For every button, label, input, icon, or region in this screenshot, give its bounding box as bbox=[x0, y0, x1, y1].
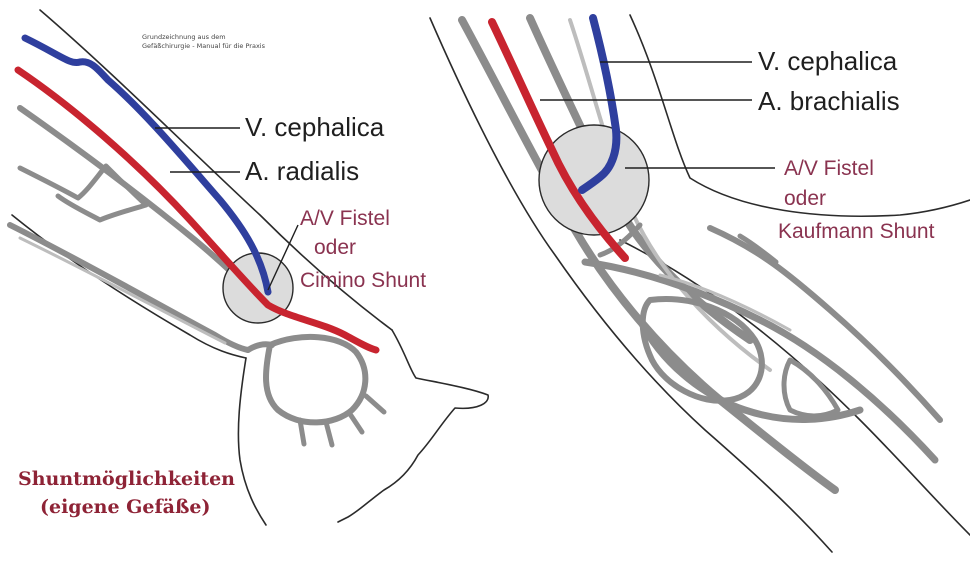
right-fistel-label-line-1: A/V Fistel bbox=[784, 157, 874, 180]
left-palmar-arch bbox=[266, 337, 365, 422]
caption-line-1: Shuntmöglichkeiten bbox=[18, 468, 235, 490]
left-fistel-label-line-3: Cimino Shunt bbox=[300, 269, 426, 292]
left-vein-label: V. cephalica bbox=[245, 112, 385, 142]
left-fistel-label-line-2: oder bbox=[314, 236, 356, 259]
left-artery-label: A. radialis bbox=[245, 156, 359, 186]
right-grey-loop-2 bbox=[784, 360, 838, 416]
right-elbow-panel: V. cephalica A. brachialis A/V Fistel od… bbox=[430, 15, 970, 552]
right-fistel-label-line-3: Kaufmann Shunt bbox=[778, 220, 935, 243]
right-vein-label: V. cephalica bbox=[758, 46, 898, 76]
left-digit-vessel-2 bbox=[326, 422, 332, 445]
right-artery-label: A. brachialis bbox=[758, 86, 900, 116]
credit-line-1: Grundzeichnung aus dem bbox=[142, 33, 226, 41]
left-grey-branch-loop bbox=[20, 166, 146, 220]
credit-line-2: Gefäßchirurgie - Manual für die Praxis bbox=[142, 42, 266, 50]
left-fistel-label-line-1: A/V Fistel bbox=[300, 207, 390, 230]
right-fistel-label-line-2: oder bbox=[784, 187, 826, 210]
left-digit-vessel-3 bbox=[350, 414, 362, 432]
left-forearm-panel: V. cephalica A. radialis A/V Fistel oder… bbox=[10, 10, 488, 525]
left-digit-vessel-4 bbox=[366, 396, 384, 412]
left-grey-vessel-lower-2 bbox=[20, 238, 225, 343]
caption-line-2: (eigene Gefäße) bbox=[40, 496, 211, 518]
